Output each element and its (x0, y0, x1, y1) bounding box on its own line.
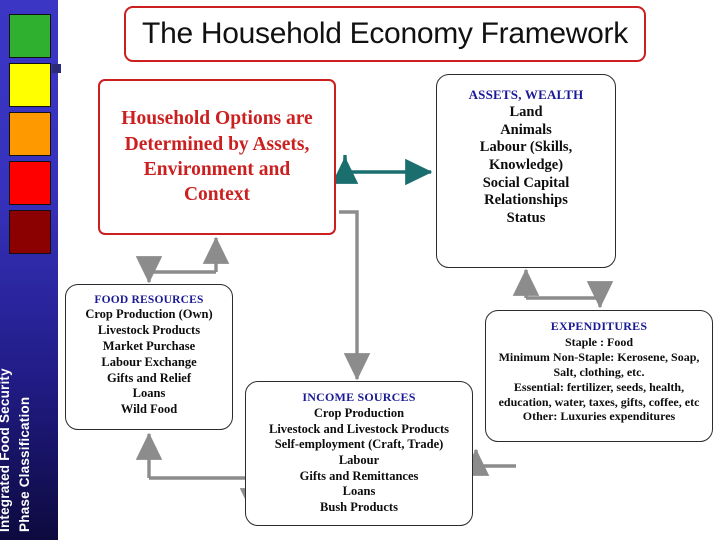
list-item: Loans (342, 484, 376, 499)
list-item: Crop Production (Own) (85, 307, 213, 321)
list-item: Other: Luxuries expenditures (522, 409, 676, 424)
assets-to-expenditures-arrow (512, 268, 614, 309)
list-item: Labour (Skills, (479, 139, 573, 156)
list-item: Livestock and Livestock Products (269, 421, 449, 436)
list-item: Bush Products (320, 499, 398, 514)
ipc-sidebar: Integrated Food Security Phase Classific… (0, 0, 58, 540)
list-item: Labour (338, 452, 380, 467)
list-item: Self-employment (Craft, Trade) (274, 437, 444, 452)
options-to-income-arrow (339, 210, 371, 381)
list-item: Minimum Non-Staple: Kerosene, Soap, (498, 349, 700, 364)
list-item: Knowledge) (488, 157, 564, 174)
assets-wealth-box: ASSETS, WEALTH Land Animals Labour (Skil… (436, 74, 616, 268)
list-item: Livestock Products (97, 322, 201, 337)
ipc-phase-swatch-3 (9, 112, 51, 156)
food-resources-header: FOOD RESOURCES (94, 294, 204, 306)
page-title-text: The Household Economy Framework (142, 17, 628, 50)
list-item: Salt, clothing, etc. (553, 364, 645, 379)
list-item: Crop Production (313, 406, 405, 420)
food-to-income-arrow (135, 432, 267, 516)
expenditures-to-income-arrow (462, 448, 516, 476)
list-item: Social Capital (482, 174, 570, 191)
list-item: Status (506, 210, 546, 227)
list-item: Animals (500, 121, 552, 138)
ipc-phase-swatch-5 (9, 210, 51, 254)
income-sources-header: INCOME SOURCES (302, 390, 416, 404)
expenditures-box: EXPENDITURES Staple : Food Minimum Non-S… (485, 310, 713, 442)
list-item: Essential: fertilizer, seeds, health, (513, 379, 685, 394)
list-item: education, water, taxes, gifts, coffee, … (498, 394, 700, 409)
food-resources-box: FOOD RESOURCES Crop Production (Own) Liv… (65, 284, 233, 430)
household-options-box: Household Options are Determined by Asse… (98, 79, 336, 235)
list-item: Land (509, 104, 543, 120)
expenditures-header: EXPENDITURES (550, 319, 648, 333)
ipc-phase-swatch-4 (9, 161, 51, 205)
list-item: Wild Food (120, 402, 178, 417)
options-to-food-arrow (135, 236, 230, 284)
list-item: Staple : Food (564, 335, 633, 349)
list-item: Labour Exchange (101, 354, 197, 369)
household-options-text: Household Options are Determined by Asse… (121, 108, 313, 206)
options-to-assets-arrow (331, 155, 433, 186)
list-item: Loans (132, 386, 166, 401)
sidebar-tab-marker (52, 64, 61, 73)
list-item: Gifts and Remittances (299, 468, 419, 483)
page-title: The Household Economy Framework (124, 6, 646, 62)
list-item: Market Purchase (102, 338, 196, 353)
assets-wealth-header: ASSETS, WEALTH (468, 87, 584, 102)
list-item: Gifts and Relief (106, 370, 192, 385)
income-sources-box: INCOME SOURCES Crop Production Livestock… (245, 381, 473, 526)
ipc-phase-swatch-1 (9, 14, 51, 58)
ipc-phase-swatch-2 (9, 63, 51, 107)
list-item: Relationships (484, 192, 568, 209)
